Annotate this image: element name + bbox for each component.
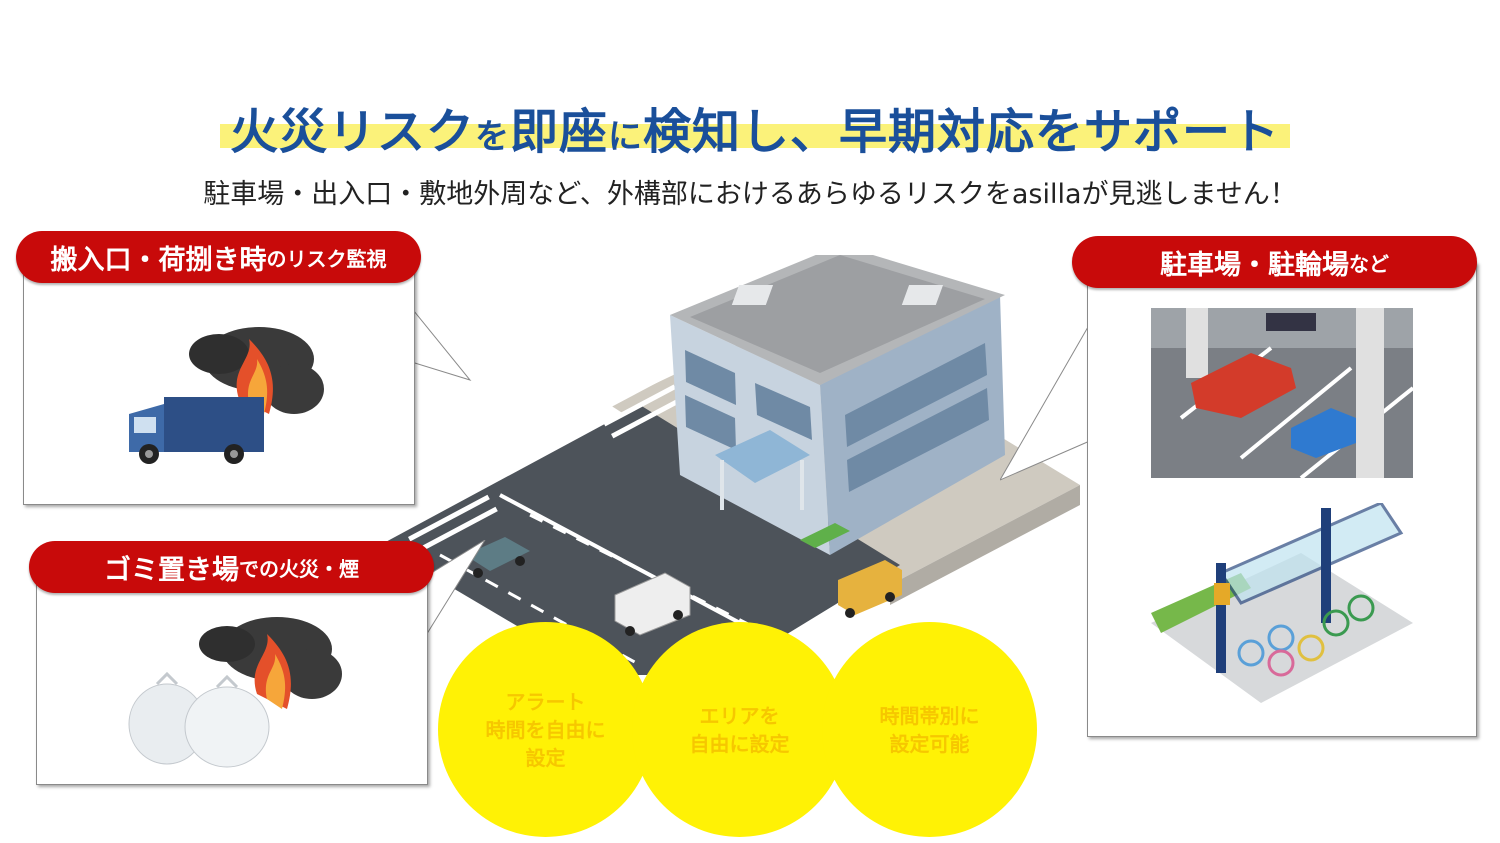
page-subtitle: 駐車場・出入口・敷地外周など、外構部におけるあらゆるリスクをasillaが見逃し… bbox=[203, 179, 1297, 210]
building-illustration bbox=[380, 255, 1080, 675]
feature-time-slot: 時間帯別に設定可能 bbox=[822, 622, 1037, 837]
road bbox=[380, 405, 900, 675]
callout-loading-label: 搬入口・荷捌き時のリスク監視 bbox=[16, 231, 421, 283]
callout-parking-panel bbox=[1087, 262, 1477, 737]
page-title: 火災リスクを即座に検知し、早期対応をサポート bbox=[229, 104, 1281, 160]
callout-garbage-label: ゴミ置き場での火災・煙 bbox=[29, 541, 434, 593]
car-icon bbox=[1291, 408, 1356, 458]
garbage-fire-icon bbox=[128, 617, 342, 768]
title-area: 火災リスクを即座に検知し、早期対応をサポート bbox=[220, 92, 1290, 162]
bicycle-parking-image bbox=[1151, 503, 1413, 703]
callout-pointer bbox=[405, 300, 472, 381]
truck-icon bbox=[838, 560, 902, 618]
car-icon bbox=[1191, 353, 1296, 418]
car-icon bbox=[465, 537, 530, 578]
callout-parking-label: 駐車場・駐輪場など bbox=[1072, 236, 1477, 288]
parking-lot-image bbox=[1151, 308, 1413, 478]
callout-pointer bbox=[1000, 320, 1093, 481]
truck-fire-icon bbox=[129, 327, 324, 464]
van-icon bbox=[614, 572, 691, 636]
callout-garbage-panel bbox=[36, 568, 428, 785]
callout-pointer bbox=[420, 540, 486, 646]
title-highlight bbox=[220, 124, 1290, 148]
callout-loading-panel bbox=[23, 258, 415, 505]
feature-area: エリアを自由に設定 bbox=[632, 622, 847, 837]
feature-alert-time: アラート時間を自由に設定 bbox=[438, 622, 653, 837]
